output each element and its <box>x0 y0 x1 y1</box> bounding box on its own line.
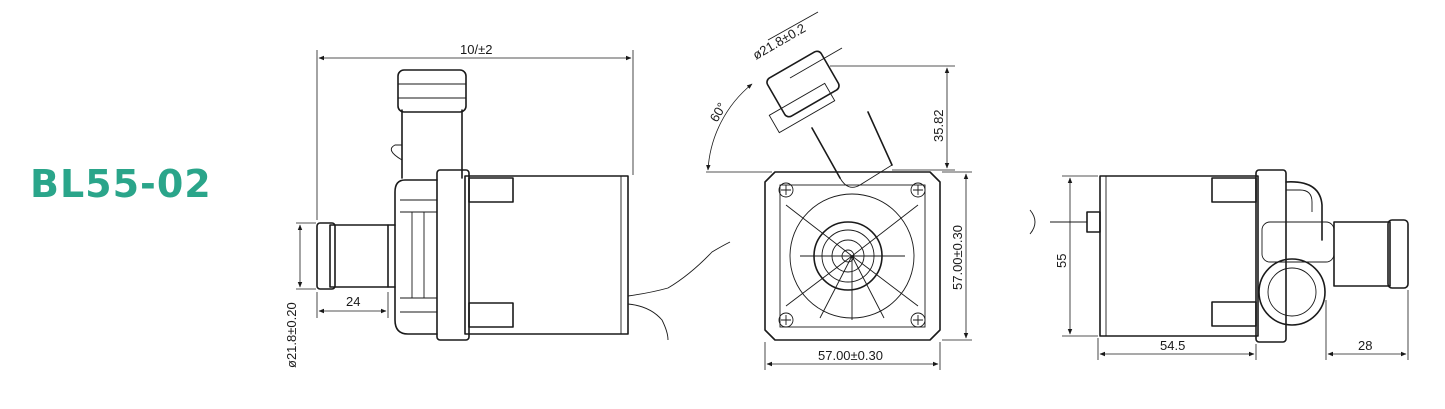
motor-body <box>464 175 629 335</box>
screw-icon <box>778 182 926 328</box>
dim-rear-length: 54.5 <box>1160 338 1185 353</box>
front-view: 60° ø21.8±0.2 35.82 57.00±0.30 57.00±0.3… <box>706 11 972 370</box>
model-title: BL55-02 <box>30 162 212 206</box>
front-outlet <box>766 11 893 188</box>
side-outlet <box>397 69 467 113</box>
rear-motor-body <box>1099 175 1259 337</box>
dim-front-width: 57.00±0.30 <box>818 348 883 363</box>
dim-front-height: 35.82 <box>931 109 946 142</box>
dim-rear-height: 55 <box>1054 254 1069 268</box>
side-view: 10/±2 ø21.8±0.20 24 <box>284 42 731 368</box>
front-hub <box>813 221 883 291</box>
dim-front-outlet-dia: ø21.8±0.2 <box>750 20 808 62</box>
side-flange <box>436 169 470 341</box>
dim-side-inlet-dia: ø21.8±0.20 <box>284 302 299 368</box>
side-inlet <box>316 222 336 290</box>
rear-view: 55 54.5 28 <box>1029 169 1409 360</box>
dim-rear-outlet-len: 28 <box>1358 338 1372 353</box>
pump-head <box>394 179 438 335</box>
rear-outlet <box>1387 219 1409 289</box>
rear-inlet <box>1258 258 1326 326</box>
front-square-body <box>764 171 941 341</box>
dim-side-inlet-len: 24 <box>346 294 360 309</box>
dim-side-length: 10/±2 <box>460 42 492 57</box>
dim-front-angle: 60° <box>707 100 730 125</box>
dim-front-side: 57.00±0.30 <box>950 225 965 290</box>
